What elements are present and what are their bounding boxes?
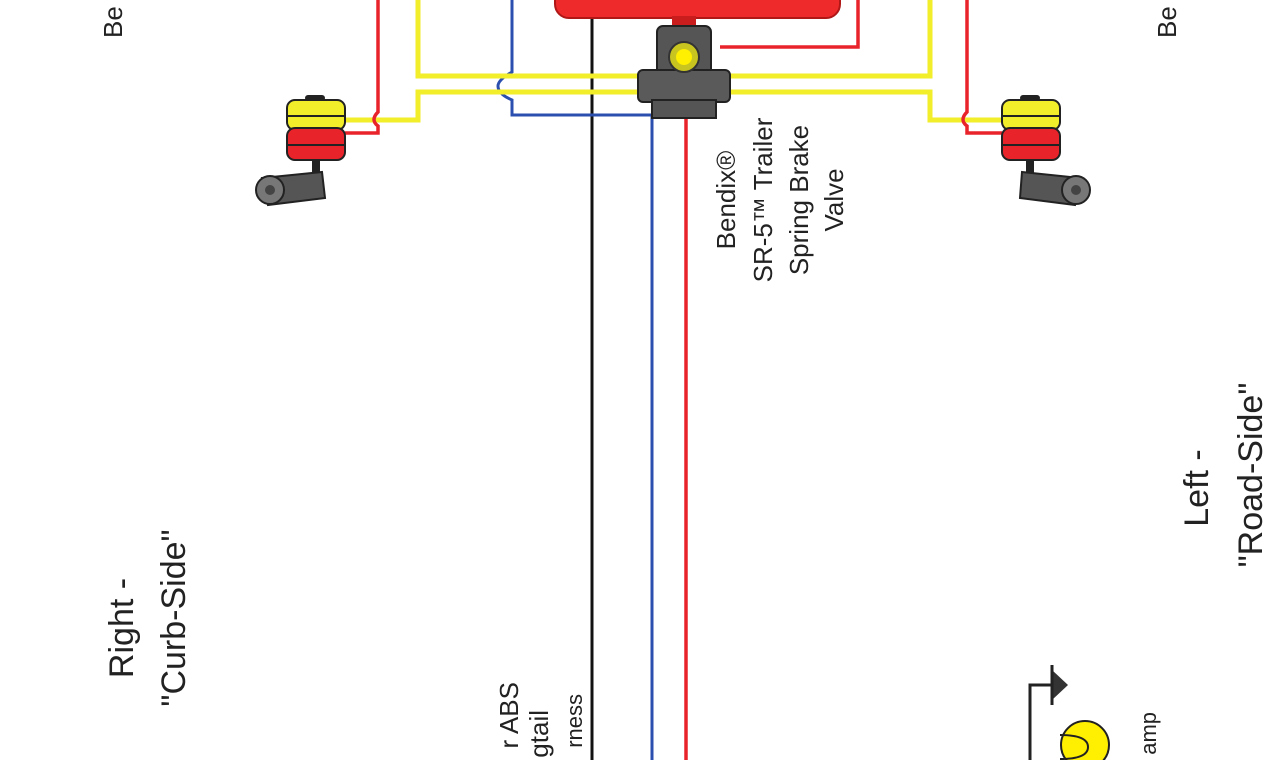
valve-label-line3: Spring Brake [784,125,814,275]
left-label-line2: "Road-Side" [1232,383,1270,568]
yellow-control-line-lower-left [345,89,640,123]
abs-label-line1: r ABS [494,682,524,748]
abs-label-line2: gtail [524,710,554,758]
abs-label-line3: rness [562,694,587,748]
left-road-side-label: Left - "Road-Side" [1178,383,1270,568]
red-supply-line-valve [720,0,860,49]
red-supply-line-left [345,0,380,135]
yellow-control-line-lower-right [730,89,1002,123]
right-label-line2: "Curb-Side" [155,529,193,706]
red-supply-line-right [961,0,1002,135]
valve-label-line1: Bendix® [711,151,741,250]
valve-label: Bendix® SR-5™ Trailer Spring Brake Valve [711,117,849,282]
top-left-partial-label: Be [98,6,128,38]
air-tank [554,0,841,19]
brake-chamber-right-icon [1001,95,1091,207]
top-right-partial-label: Be [1152,6,1182,38]
lamp-icon [1028,665,1110,760]
spring-brake-valve-icon [637,16,731,119]
valve-label-line2: SR-5™ Trailer [748,117,778,282]
blue-air-line [496,0,654,760]
right-curb-side-label: Right - "Curb-Side" [103,529,193,706]
right-label-line1: Right - [103,578,141,678]
abs-pigtail-label: r ABS gtail rness [494,682,587,758]
left-label-line1: Left - [1178,449,1216,526]
lamp-partial-label: amp [1136,712,1161,755]
valve-label-line4: Valve [819,168,849,231]
brake-chamber-left-icon [255,95,346,207]
